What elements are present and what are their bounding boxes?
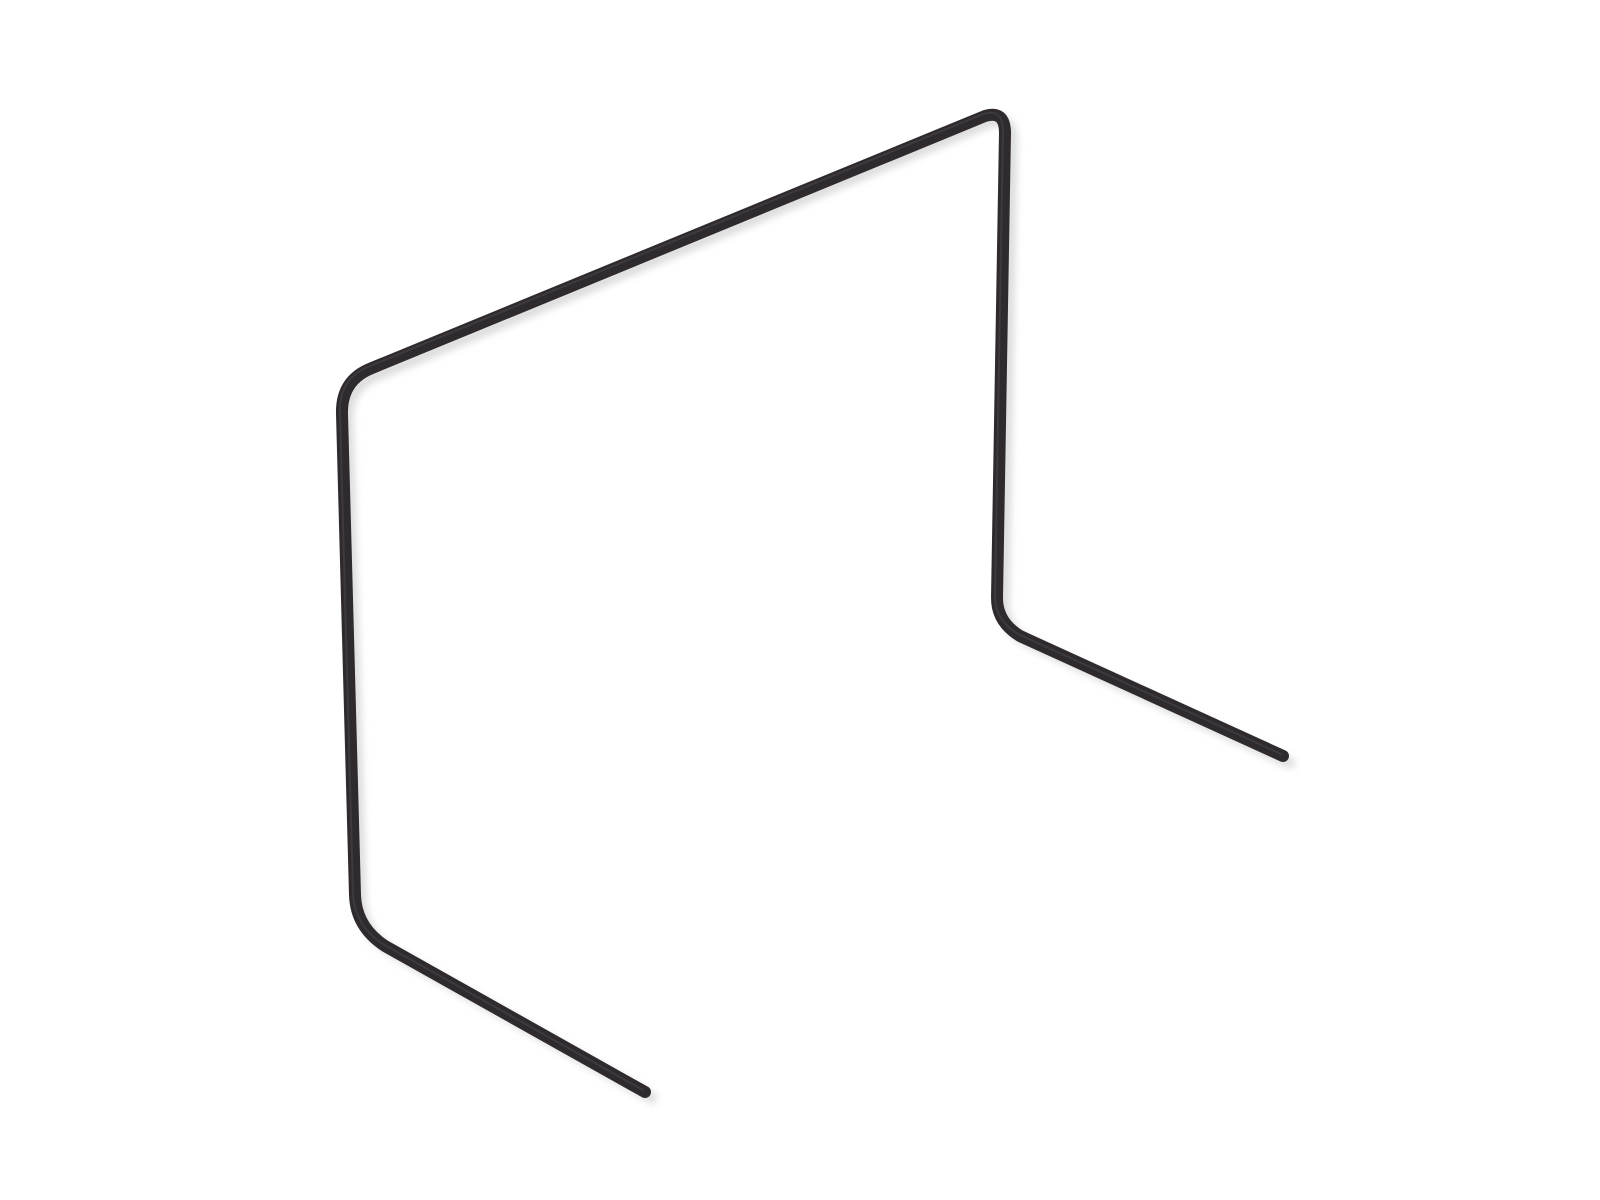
rod-highlight	[338, 111, 1282, 1091]
metal-rod	[336, 108, 1289, 1098]
rod-shadow	[342, 115, 1295, 1103]
